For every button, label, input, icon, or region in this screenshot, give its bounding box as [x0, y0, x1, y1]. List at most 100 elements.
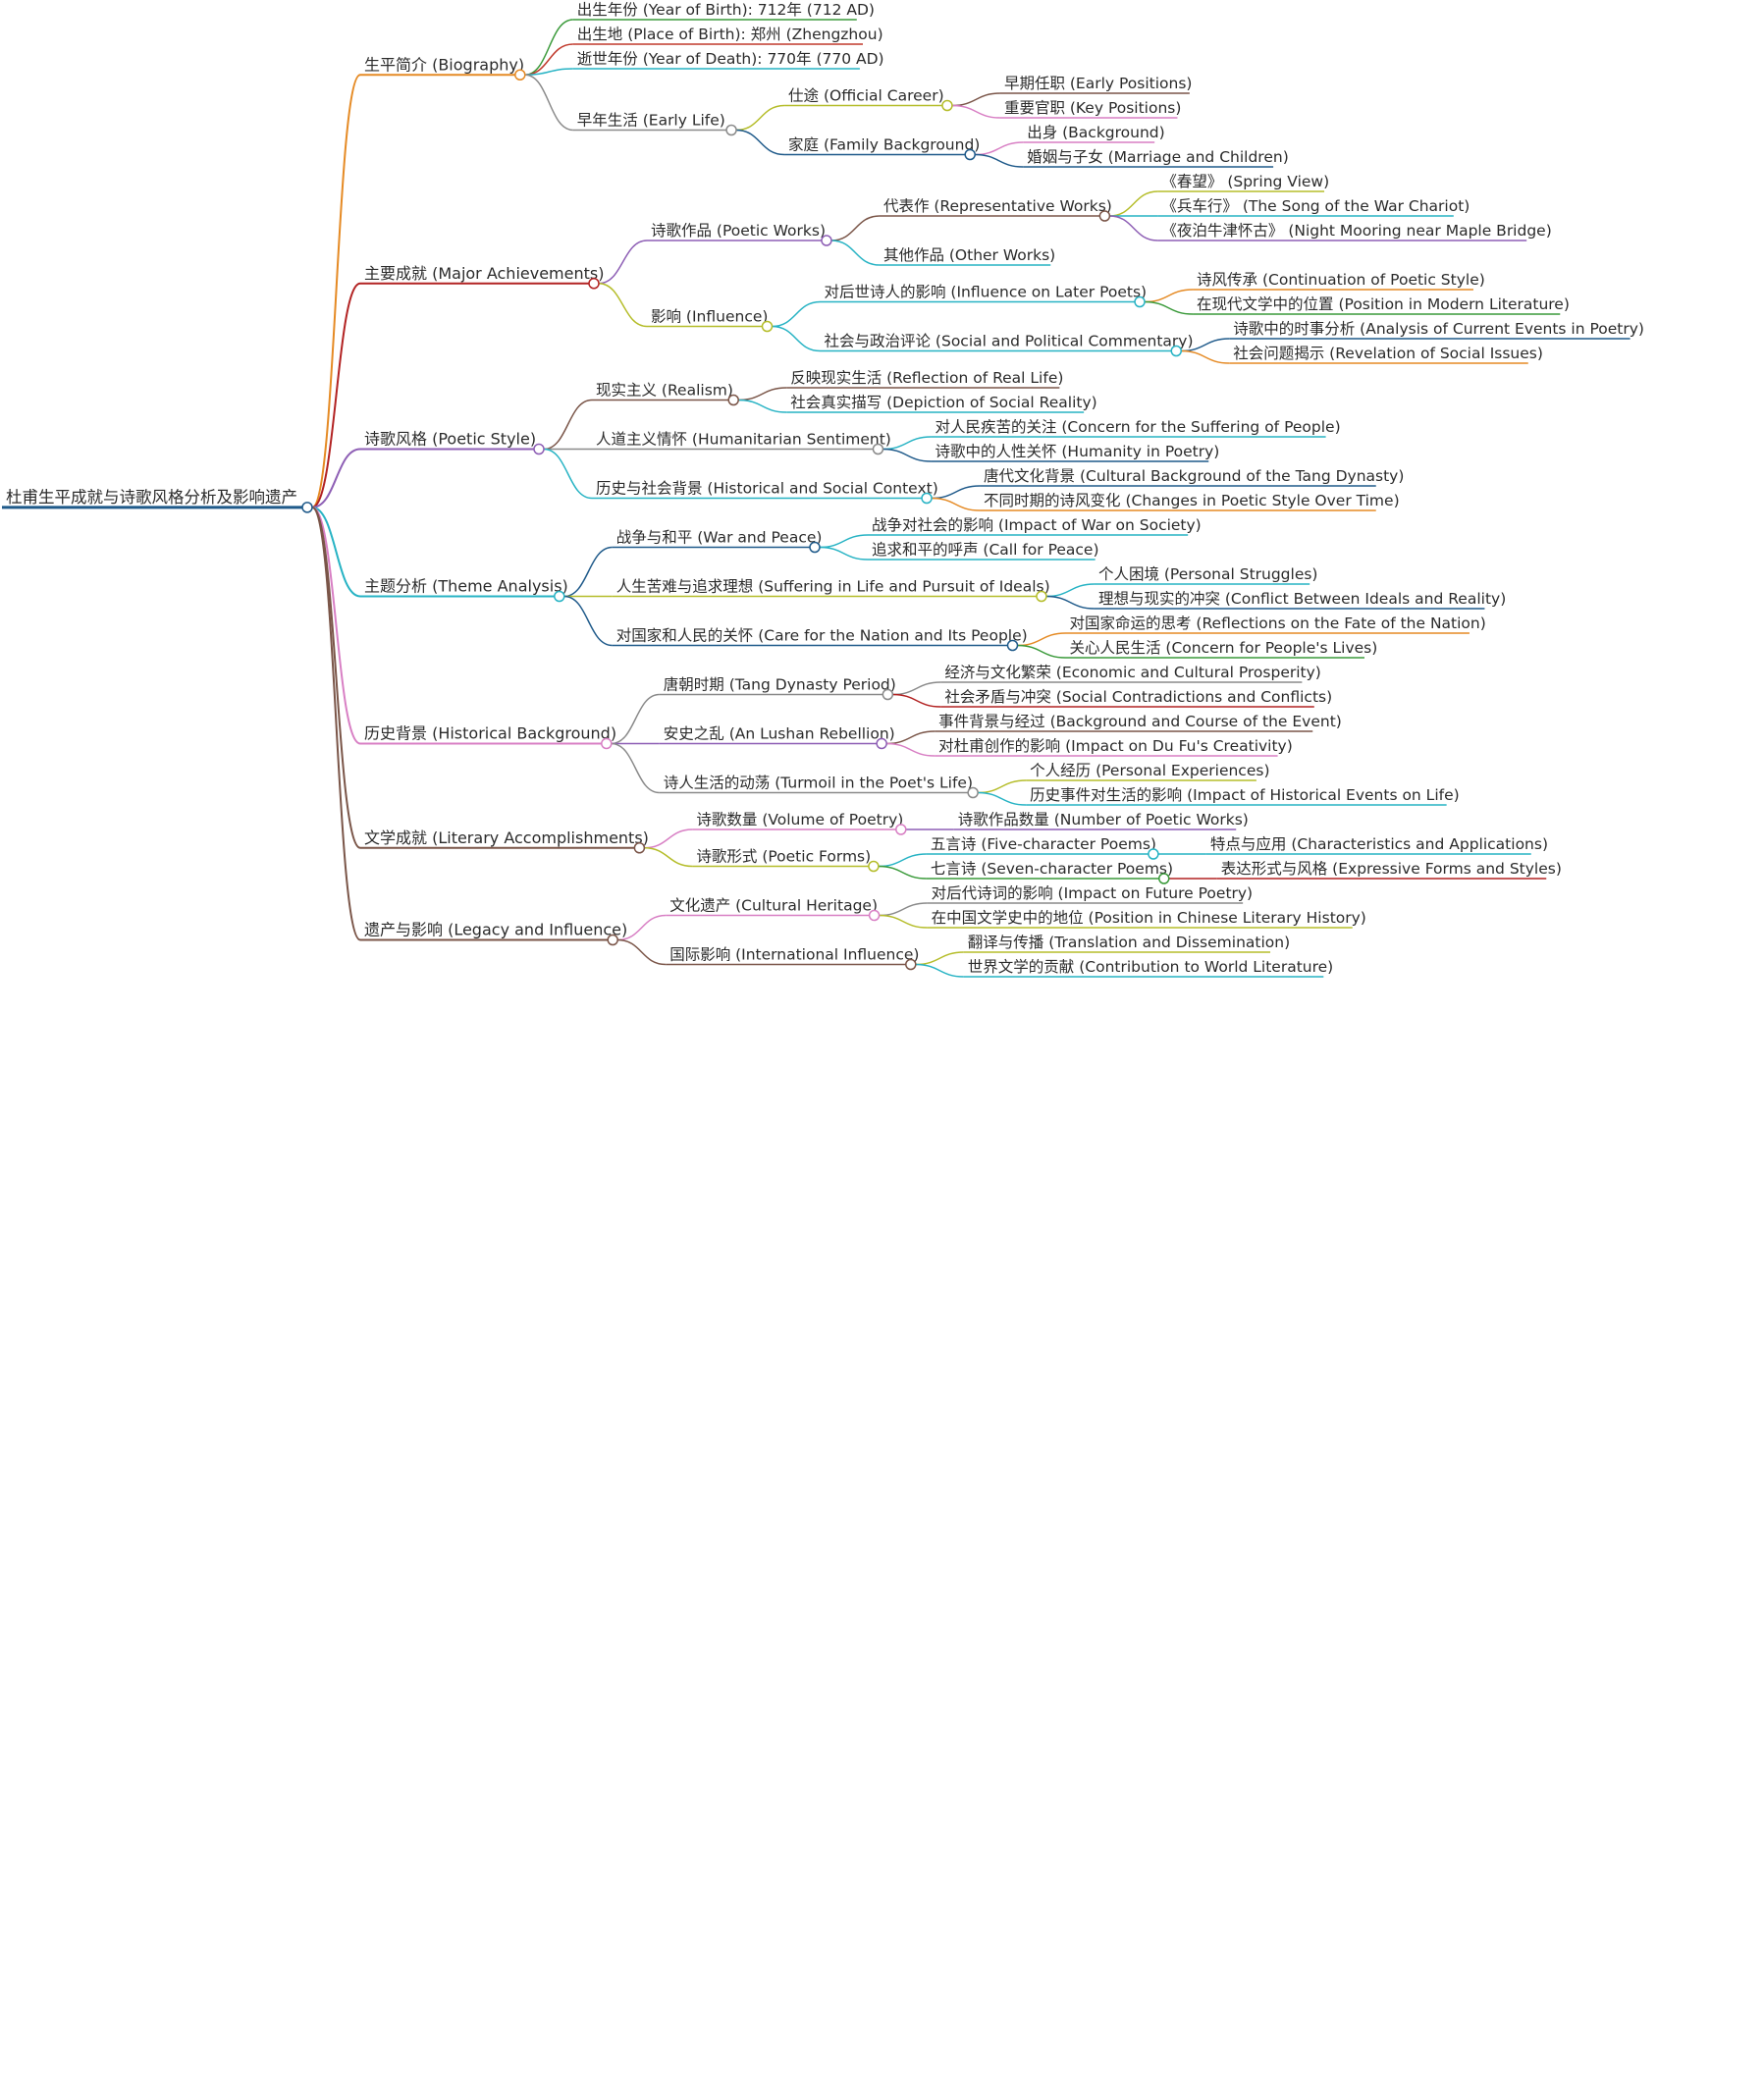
topic-node[interactable]: 现实主义 (Realism) [592, 382, 739, 406]
root-topic[interactable]: 杜甫生平成就与诗歌风格分析及影响遗产 [2, 488, 313, 513]
collapse-toggle-icon[interactable] [601, 737, 613, 750]
topic-node[interactable]: 对国家和人民的关怀 (Care for the Nation and Its P… [612, 627, 1028, 652]
collapse-toggle-icon[interactable] [941, 99, 953, 112]
leaf-node[interactable]: 婚姻与子女 (Marriage and Children) [1023, 147, 1289, 168]
leaf-node[interactable]: 对人民疾苦的关注 (Concern for the Suffering of P… [931, 418, 1341, 438]
leaf-node[interactable]: 特点与应用 (Characteristics and Applications) [1205, 834, 1548, 855]
topic-node[interactable]: 诗人生活的动荡 (Turmoil in the Poet's Life) [659, 775, 979, 799]
leaf-node[interactable]: 理想与现实的冲突 (Conflict Between Ideals and Re… [1094, 590, 1506, 610]
leaf-node[interactable]: 翻译与传播 (Translation and Dissemination) [963, 934, 1290, 953]
leaf-node[interactable]: 早期任职 (Early Positions) [999, 75, 1193, 94]
collapse-toggle-icon[interactable] [554, 590, 565, 603]
topic-node[interactable]: 主题分析 (Theme Analysis) [360, 577, 568, 603]
topic-node[interactable]: 战争与和平 (War and Peace) [612, 529, 823, 554]
collapse-toggle-icon[interactable] [868, 909, 881, 922]
collapse-toggle-icon[interactable] [1158, 873, 1170, 884]
collapse-toggle-icon[interactable] [868, 860, 880, 873]
topic-node[interactable]: 五言诗 (Five-character Poems) [926, 835, 1159, 860]
leaf-node[interactable]: 世界文学的贡献 (Contribution to World Literatur… [963, 958, 1333, 978]
leaf-node[interactable]: 出生年份 (Year of Birth): 712年 (712 AD) [572, 1, 875, 21]
topic-node[interactable]: 遗产与影响 (Legacy and Influence) [360, 921, 627, 946]
leaf-node[interactable]: 出生地 (Place of Birth): 郑州 (Zhengzhou) [572, 26, 883, 45]
collapse-toggle-icon[interactable] [1098, 210, 1111, 222]
leaf-node[interactable]: 社会问题揭示 (Revelation of Social Issues) [1229, 345, 1543, 364]
collapse-toggle-icon[interactable] [905, 958, 917, 971]
topic-node[interactable]: 文学成就 (Literary Accomplishments) [360, 828, 649, 854]
collapse-toggle-icon[interactable] [727, 394, 739, 406]
leaf-node[interactable]: 表达形式与风格 (Expressive Forms and Styles) [1216, 860, 1562, 880]
topic-node[interactable]: 唐朝时期 (Tang Dynasty Period) [659, 676, 896, 701]
leaf-node[interactable]: 追求和平的呼声 (Call for Peace) [868, 541, 1099, 561]
topic-node[interactable]: 安史之乱 (An Lushan Rebellion) [659, 725, 895, 750]
leaf-node[interactable]: 战争对社会的影响 (Impact of War on Society) [868, 516, 1202, 536]
leaf-node[interactable]: 社会矛盾与冲突 (Social Contradictions and Confl… [940, 688, 1332, 708]
collapse-toggle-icon[interactable] [964, 148, 976, 161]
topic-node[interactable]: 主要成就 (Major Achievements) [360, 264, 604, 290]
leaf-node[interactable]: 《春望》 (Spring View) [1157, 173, 1329, 192]
leaf-node[interactable]: 在现代文学中的位置 (Position in Modern Literature… [1193, 295, 1570, 315]
collapse-toggle-icon[interactable] [514, 69, 526, 80]
leaf-node[interactable]: 不同时期的诗风变化 (Changes in Poetic Style Over … [980, 492, 1400, 511]
collapse-toggle-icon[interactable] [882, 688, 894, 701]
collapse-toggle-icon[interactable] [1148, 848, 1159, 860]
leaf-node[interactable]: 对后代诗词的影响 (Impact on Future Poetry) [927, 884, 1254, 904]
leaf-node[interactable]: 诗歌中的时事分析 (Analysis of Current Events in … [1229, 320, 1644, 340]
collapse-toggle-icon[interactable] [533, 443, 545, 455]
collapse-toggle-icon[interactable] [761, 320, 774, 333]
leaf-node[interactable]: 重要官职 (Key Positions) [999, 99, 1181, 119]
leaf-node[interactable]: 《兵车行》 (The Song of the War Chariot) [1157, 197, 1470, 217]
leaf-node[interactable]: 在中国文学史中的地位 (Position in Chinese Literary… [927, 909, 1366, 929]
topic-node[interactable]: 诗歌形式 (Poetic Forms) [692, 848, 880, 873]
topic-node[interactable]: 影响 (Influence) [647, 308, 774, 333]
collapse-toggle-icon[interactable] [1134, 295, 1146, 308]
topic-node[interactable]: 对后世诗人的影响 (Influence on Later Poets) [820, 284, 1148, 308]
collapse-toggle-icon[interactable] [821, 235, 832, 246]
topic-node[interactable]: 文化遗产 (Cultural Heritage) [666, 897, 881, 922]
topic-node[interactable]: 诗歌作品 (Poetic Works) [647, 222, 832, 246]
topic-node[interactable]: 仕途 (Official Career) [784, 87, 953, 112]
leaf-node[interactable]: 经济与文化繁荣 (Economic and Cultural Prosperit… [940, 663, 1321, 683]
leaf-node[interactable]: 反映现实生活 (Reflection of Real Life) [786, 369, 1063, 389]
topic-node[interactable]: 人生苦难与追求理想 (Suffering in Life and Pursuit… [612, 578, 1050, 603]
leaf-node[interactable]: 诗歌中的人性关怀 (Humanity in Poetry) [931, 443, 1219, 462]
topic-node[interactable]: 代表作 (Representative Works) [879, 197, 1112, 222]
collapse-toggle-icon[interactable] [895, 824, 907, 835]
topic-node[interactable]: 七言诗 (Seven-character Poems) [926, 860, 1173, 884]
leaf-node[interactable]: 个人困境 (Personal Struggles) [1094, 564, 1318, 585]
topic-node[interactable]: 诗歌数量 (Volume of Poetry) [692, 811, 907, 835]
leaf-node[interactable]: 诗风传承 (Continuation of Poetic Style) [1193, 271, 1485, 291]
topic-node[interactable]: 生平简介 (Biography) [360, 55, 526, 80]
leaf-node[interactable]: 历史事件对生活的影响 (Impact of Historical Events … [1026, 786, 1460, 806]
leaf-node[interactable]: 出身 (Background) [1023, 124, 1165, 143]
leaf-node[interactable]: 社会真实描写 (Depiction of Social Reality) [786, 394, 1097, 413]
collapse-toggle-icon[interactable] [633, 842, 646, 854]
topic-node[interactable]: 历史背景 (Historical Background) [360, 724, 616, 750]
collapse-toggle-icon[interactable] [1036, 590, 1047, 603]
topic-node[interactable]: 人道主义情怀 (Humanitarian Sentiment) [592, 431, 891, 455]
leaf-node[interactable]: 其他作品 (Other Works) [879, 246, 1055, 266]
collapse-toggle-icon[interactable] [809, 541, 821, 554]
topic-node[interactable]: 社会与政治评论 (Social and Political Commentary… [820, 333, 1194, 357]
collapse-toggle-icon[interactable] [1006, 639, 1019, 652]
leaf-node[interactable]: 关心人民生活 (Concern for People's Lives) [1065, 639, 1378, 659]
collapse-toggle-icon[interactable] [921, 492, 933, 505]
collapse-toggle-icon[interactable] [876, 737, 887, 750]
collapse-toggle-icon[interactable] [301, 502, 313, 513]
collapse-toggle-icon[interactable] [725, 124, 737, 136]
collapse-toggle-icon[interactable] [872, 443, 884, 455]
topic-node[interactable]: 国际影响 (International Influence) [666, 946, 919, 971]
leaf-node[interactable]: 事件背景与经过 (Background and Course of the Ev… [935, 713, 1342, 732]
topic-node[interactable]: 诗歌风格 (Poetic Style) [360, 430, 545, 455]
leaf-node[interactable]: 个人经历 (Personal Experiences) [1026, 762, 1270, 781]
topic-node[interactable]: 历史与社会背景 (Historical and Social Context) [592, 480, 938, 505]
leaf-node[interactable]: 诗歌作品数量 (Number of Poetic Works) [953, 811, 1249, 830]
leaf-node[interactable]: 《夜泊牛津怀古》 (Night Mooring near Maple Bridg… [1157, 222, 1552, 241]
collapse-toggle-icon[interactable] [588, 278, 600, 290]
leaf-node[interactable]: 对杜甫创作的影响 (Impact on Du Fu's Creativity) [935, 737, 1293, 757]
topic-node[interactable]: 早年生活 (Early Life) [572, 112, 737, 136]
topic-node[interactable]: 家庭 (Family Background) [784, 136, 980, 161]
leaf-node[interactable]: 逝世年份 (Year of Death): 770年 (770 AD) [572, 50, 884, 70]
collapse-toggle-icon[interactable] [1170, 345, 1182, 357]
leaf-node[interactable]: 对国家命运的思考 (Reflections on the Fate of the… [1065, 615, 1486, 634]
collapse-toggle-icon[interactable] [967, 786, 979, 799]
